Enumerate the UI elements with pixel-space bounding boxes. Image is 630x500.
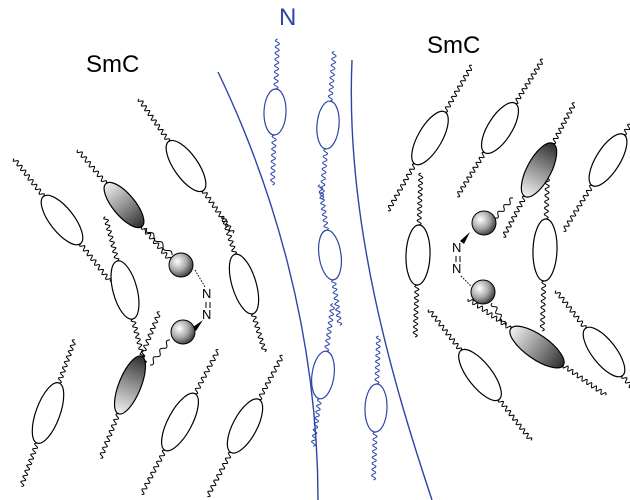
right-n-bottom: N	[452, 261, 461, 276]
left-n-bottom: N	[202, 307, 211, 322]
mesogen-layer	[12, 38, 630, 498]
right-lower-sphere	[470, 279, 496, 305]
nematic-mesogen-4	[311, 303, 335, 447]
left-upper-sphere	[168, 252, 194, 278]
nematic-mesogen-2	[316, 50, 340, 200]
mesogen-l6	[20, 339, 76, 487]
nematic-boundary-right	[350, 59, 433, 500]
nematic-mesogen-1	[263, 38, 287, 186]
mesogen-l9	[207, 354, 283, 498]
right-smc-label: SmC	[427, 32, 481, 59]
right-azo-linker: N N	[452, 232, 472, 287]
nematic-label: N	[279, 4, 297, 31]
mesogen-r6	[427, 309, 533, 441]
nematic-mesogen-3	[317, 184, 343, 326]
left-n-top: N	[202, 286, 211, 301]
mesogen-l5	[220, 215, 268, 353]
mesogen-r-shaded-top	[502, 102, 576, 238]
mesogen-l2	[76, 149, 172, 261]
mesogen-l4	[103, 216, 147, 364]
mesogen-r5	[532, 168, 558, 332]
mesogen-r2	[456, 58, 544, 198]
left-smc-label: SmC	[86, 51, 140, 78]
left-azo-linker: N N	[193, 269, 211, 331]
mesogen-r3	[563, 123, 630, 232]
mesogen-r1	[387, 64, 473, 212]
mesogen-r4	[405, 172, 431, 338]
mesogen-l3	[137, 98, 235, 234]
nematic-mesogen-5	[364, 335, 388, 481]
dimer-layer	[144, 197, 514, 366]
mesogen-l8	[141, 349, 219, 495]
mesogen-l7	[99, 311, 161, 459]
mesogen-l1	[12, 158, 112, 282]
mesogen-r-shaded-bottom	[467, 298, 607, 396]
right-n-top: N	[452, 240, 461, 255]
left-lower-sphere	[170, 319, 196, 345]
right-upper-sphere	[471, 210, 497, 236]
mesogen-r7	[554, 290, 630, 389]
